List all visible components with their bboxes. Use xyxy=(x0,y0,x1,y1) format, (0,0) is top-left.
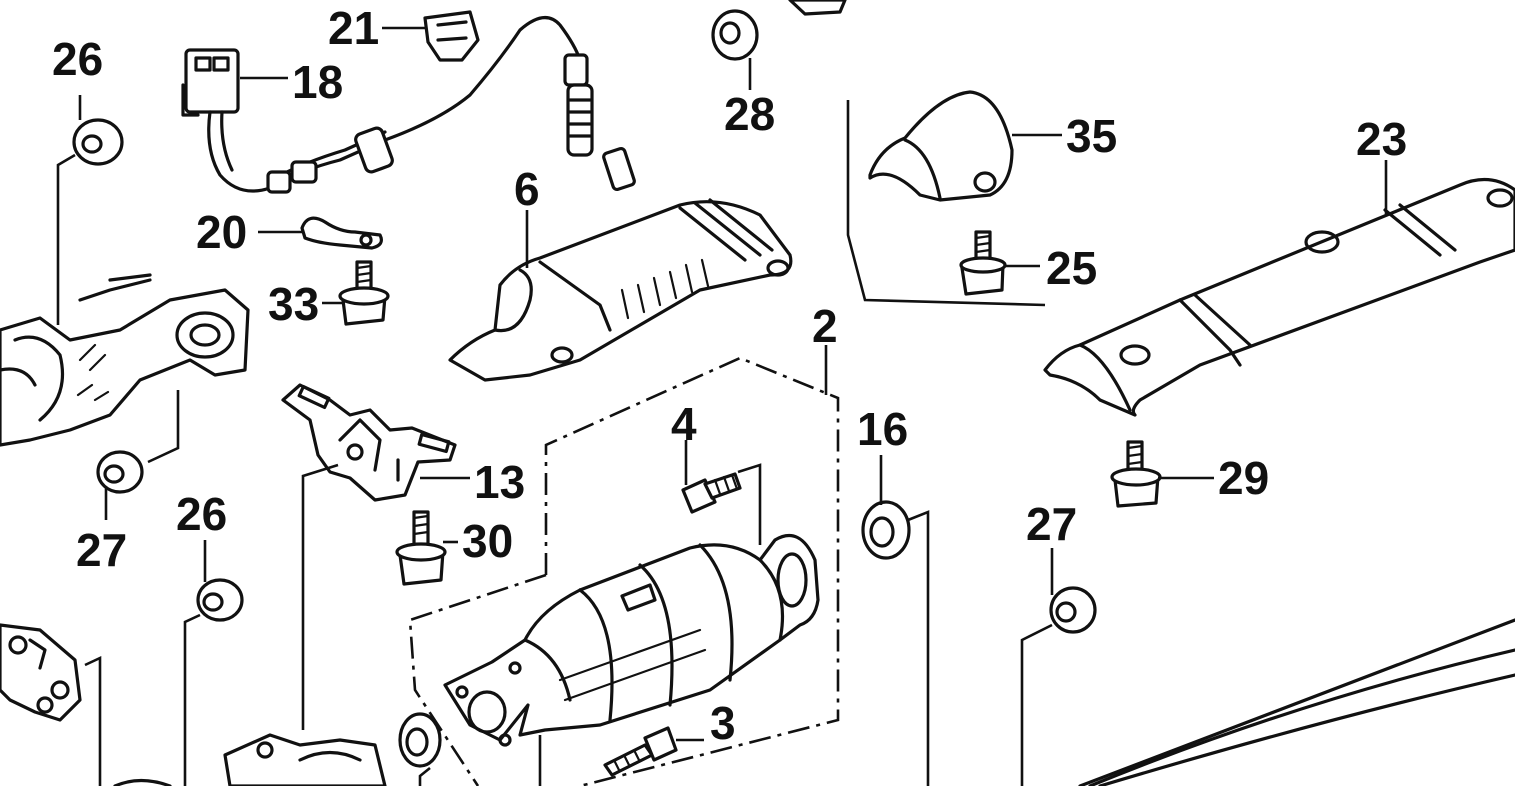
nut-28 xyxy=(711,9,759,61)
heat-shield-35 xyxy=(868,90,1014,202)
callout-18: 18 xyxy=(292,56,343,108)
callout-35: 35 xyxy=(1066,110,1117,162)
pipe-flange-bottom-left xyxy=(113,733,387,786)
callout-2: 2 xyxy=(812,300,838,352)
heat-shield-6 xyxy=(448,198,793,382)
callout-27-left: 27 xyxy=(76,524,127,576)
callout-27-right: 27 xyxy=(1026,498,1077,550)
callout-20: 20 xyxy=(196,206,247,258)
gasket-16 xyxy=(861,500,911,560)
callout-3: 3 xyxy=(710,697,736,749)
callout-6: 6 xyxy=(514,163,540,215)
exhaust-pipe-bottom-right xyxy=(1078,618,1515,786)
heat-shield-23 xyxy=(1043,178,1515,417)
exhaust-manifold-part xyxy=(0,273,250,447)
callout-21: 21 xyxy=(328,2,379,54)
bolt-29 xyxy=(1110,440,1162,508)
callout-13: 13 xyxy=(474,456,525,508)
callout-16: 16 xyxy=(857,403,908,455)
catalytic-converter-2 xyxy=(443,534,820,747)
callout-26-top: 26 xyxy=(52,33,103,85)
bracket-line-35 xyxy=(846,100,1046,307)
callout-30: 30 xyxy=(462,515,513,567)
oxygen-sensor xyxy=(266,16,636,194)
callout-4: 4 xyxy=(671,398,697,450)
bolt-33 xyxy=(338,260,390,326)
assembly-boundary xyxy=(544,356,840,786)
callout-29: 29 xyxy=(1218,452,1269,504)
callout-28: 28 xyxy=(724,88,775,140)
bracket-13 xyxy=(281,383,457,502)
callout-23: 23 xyxy=(1356,113,1407,165)
callouts: 21 18 26 28 35 23 6 20 25 33 2 4 16 29 1… xyxy=(52,2,1407,749)
callout-26-lower: 26 xyxy=(176,488,227,540)
assembly-boundary-lower xyxy=(408,573,547,786)
nut-26-top xyxy=(72,118,124,166)
callout-25: 25 xyxy=(1046,242,1097,294)
flange-bracket-left xyxy=(0,623,82,722)
gasket-lower xyxy=(398,712,442,768)
leader-lines xyxy=(56,26,1388,786)
nut-27-left xyxy=(96,450,144,494)
bolt-4 xyxy=(681,472,742,514)
bolt-30 xyxy=(395,510,447,586)
nut-26-lower xyxy=(196,578,244,622)
callout-33: 33 xyxy=(268,278,319,330)
bolt-3 xyxy=(603,726,678,777)
partial-part-top xyxy=(788,0,847,16)
bolt-25 xyxy=(959,230,1007,296)
clip-21 xyxy=(423,10,480,62)
o2-sensor-connector xyxy=(181,48,272,193)
bracket-20 xyxy=(300,216,383,250)
nut-27-right xyxy=(1049,586,1097,634)
